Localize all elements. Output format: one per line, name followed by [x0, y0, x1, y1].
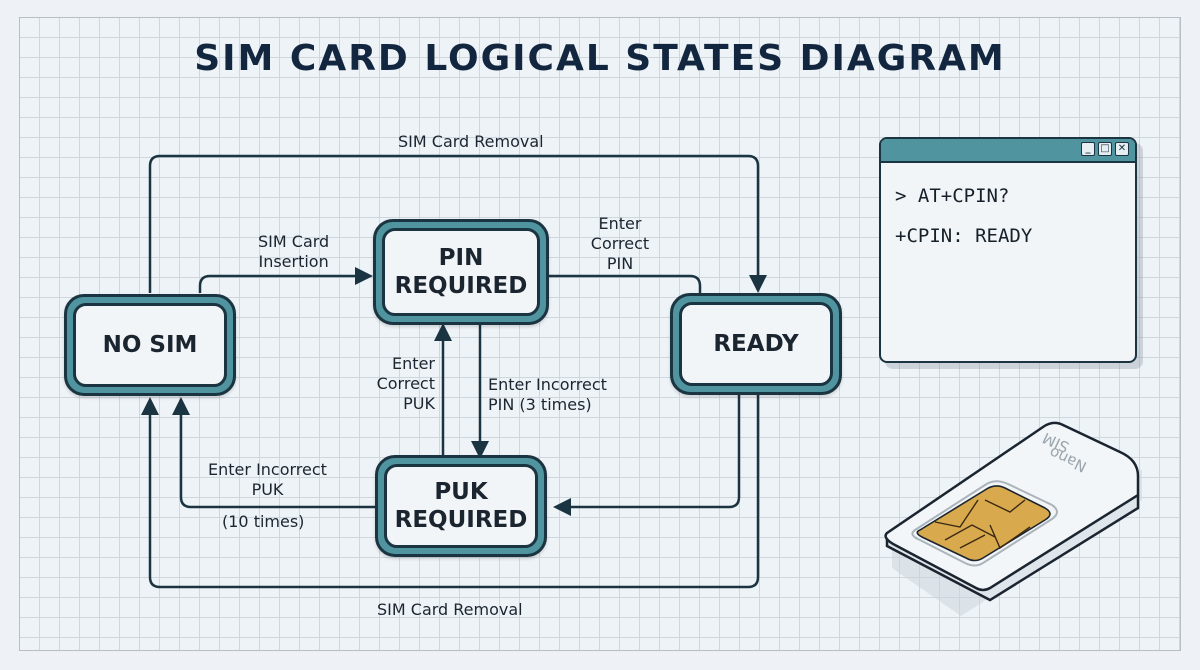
terminal-command-line: > AT+CPIN? [895, 185, 1010, 207]
label-correct-pin: Enter Correct PIN [590, 214, 650, 273]
label-incorrect-puk: Enter Incorrect PUK [208, 460, 327, 499]
sim-chip [916, 485, 1051, 562]
terminal-titlebar[interactable]: _ □ ✕ [881, 139, 1135, 163]
arrow-ready-to-puk [553, 395, 741, 516]
minimize-icon[interactable]: _ [1081, 142, 1095, 156]
arrow-insertion [198, 267, 373, 293]
label-incorrect-puk-count: (10 times) [222, 512, 305, 531]
diagram-title: SIM CARD LOGICAL STATES DIAGRAM [194, 38, 1006, 79]
label-removal-top: SIM Card Removal [398, 132, 544, 151]
arrow-correct-pin [548, 274, 702, 293]
state-puk-required[interactable]: PUK REQUIRED [375, 455, 547, 557]
state-ready-label: READY [679, 302, 833, 386]
label-correct-puk: Enter Correct PUK [376, 354, 435, 413]
terminal-window[interactable]: _ □ ✕ > AT+CPIN? +CPIN: READY [879, 137, 1137, 363]
state-puk-required-label: PUK REQUIRED [384, 464, 538, 548]
arrow-removal-top [148, 154, 767, 293]
label-insertion: SIM Card Insertion [258, 232, 330, 271]
state-no-sim-label: NO SIM [73, 303, 227, 387]
terminal-output: > AT+CPIN? +CPIN: READY [881, 163, 1135, 265]
label-incorrect-pin: Enter Incorrect PIN (3 times) [488, 375, 607, 414]
state-ready[interactable]: READY [670, 293, 842, 395]
state-pin-required[interactable]: PIN REQUIRED [373, 219, 549, 325]
maximize-icon[interactable]: □ [1098, 142, 1112, 156]
terminal-response-line: +CPIN: READY [895, 225, 1033, 247]
arrow-removal-bottom [141, 395, 760, 589]
arrow-incorrect-puk [172, 397, 375, 509]
sim-card-illustration: Nano SIM [884, 421, 1142, 616]
state-pin-required-label: PIN REQUIRED [382, 228, 540, 316]
label-removal-bottom: SIM Card Removal [377, 600, 523, 619]
state-no-sim[interactable]: NO SIM [64, 294, 236, 396]
close-icon[interactable]: ✕ [1115, 142, 1129, 156]
